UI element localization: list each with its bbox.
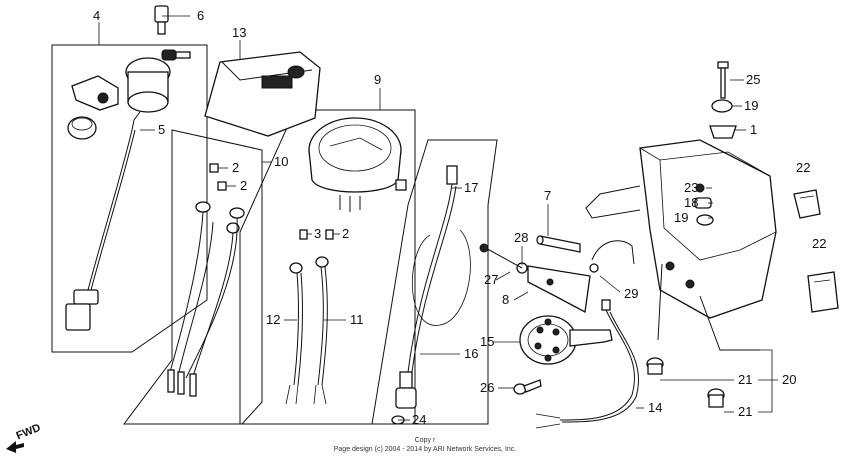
callout-29: 29 bbox=[624, 286, 638, 301]
callout-2a: 2 bbox=[232, 160, 239, 175]
cable-panel bbox=[371, 139, 498, 425]
callout-26: 26 bbox=[480, 380, 494, 395]
callout-20: 20 bbox=[782, 372, 796, 387]
ignition-key bbox=[154, 5, 169, 35]
ignition-wire bbox=[65, 129, 136, 331]
callout-12: 12 bbox=[266, 312, 280, 327]
switch-cover bbox=[67, 75, 119, 140]
horn bbox=[519, 315, 613, 365]
speedometer-cable bbox=[391, 165, 471, 425]
bulb-sockets bbox=[285, 266, 328, 405]
callout-23: 23 bbox=[684, 180, 698, 195]
callout-18: 18 bbox=[684, 195, 698, 210]
forward-arrow-icon bbox=[6, 441, 24, 453]
callout-labels: 4 6 13 9 5 10 2 2 3 2 12 11 17 16 24 7 2… bbox=[93, 8, 826, 427]
callout-14: 14 bbox=[648, 400, 662, 415]
callout-22b: 22 bbox=[812, 236, 826, 251]
callout-13: 13 bbox=[232, 25, 246, 40]
meter-panel bbox=[239, 109, 416, 425]
callout-6: 6 bbox=[197, 8, 204, 23]
meter-case bbox=[204, 51, 321, 137]
speedometer bbox=[308, 117, 407, 212]
callout-25: 25 bbox=[746, 72, 760, 87]
meter-bulbs bbox=[289, 229, 334, 274]
callout-21a: 21 bbox=[738, 372, 752, 387]
cushions bbox=[793, 189, 839, 313]
page-design-credit: Page design (c) 2004 - 2014 by ARI Netwo… bbox=[333, 446, 517, 453]
callout-22a: 22 bbox=[796, 160, 810, 175]
leader-lines bbox=[98, 15, 778, 421]
callout-19b: 19 bbox=[674, 210, 688, 225]
meter-bracket bbox=[585, 139, 777, 351]
callout-3: 3 bbox=[314, 226, 321, 241]
callout-10: 10 bbox=[274, 154, 288, 169]
ignition-switch-panel bbox=[51, 44, 208, 353]
callout-8: 8 bbox=[502, 292, 509, 307]
copyright-line: Copy r bbox=[414, 437, 436, 444]
horn-wire bbox=[535, 299, 639, 429]
callout-17: 17 bbox=[464, 180, 478, 195]
callout-4: 4 bbox=[93, 8, 100, 23]
horn-bolt bbox=[513, 379, 542, 395]
callout-15: 15 bbox=[480, 334, 494, 349]
indicator-harness bbox=[167, 163, 245, 397]
ignition-switch bbox=[125, 49, 191, 131]
callout-19a: 19 bbox=[744, 98, 758, 113]
callout-5: 5 bbox=[158, 122, 165, 137]
callout-7: 7 bbox=[544, 188, 551, 203]
callout-16: 16 bbox=[464, 346, 478, 361]
callout-2b: 2 bbox=[240, 178, 247, 193]
grommets bbox=[646, 357, 725, 408]
callout-27: 27 bbox=[484, 272, 498, 287]
callout-1: 1 bbox=[750, 122, 757, 137]
callout-11: 11 bbox=[350, 312, 364, 327]
callout-24: 24 bbox=[412, 412, 426, 427]
callout-28: 28 bbox=[514, 230, 528, 245]
callout-21b: 21 bbox=[738, 404, 752, 419]
callout-9: 9 bbox=[374, 72, 381, 87]
callout-2c: 2 bbox=[342, 226, 349, 241]
